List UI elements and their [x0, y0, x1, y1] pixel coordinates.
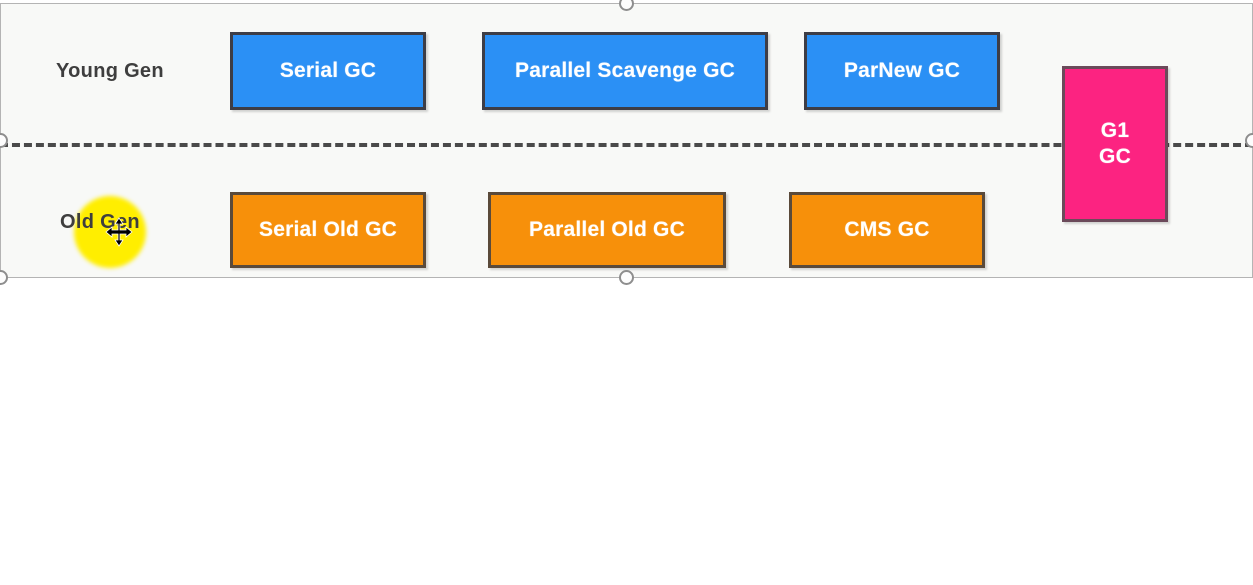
selection-handle-top[interactable] [619, 0, 634, 11]
gc-box-label: Serial GC [279, 59, 377, 82]
gc-box-label: Parallel Scavenge GC [515, 59, 735, 82]
gc-box-label-line1: G1 [1100, 118, 1130, 142]
selection-handle-right[interactable] [1245, 133, 1253, 148]
generation-divider-dashed-line [0, 143, 1253, 147]
gc-box-label: CMS GC [844, 218, 930, 241]
gc-box-label: Serial Old GC [259, 218, 397, 241]
selection-handle-bottom[interactable] [619, 270, 634, 285]
gc-box-cms-gc[interactable]: CMS GC [789, 192, 985, 268]
selection-handle-bottom-left[interactable] [0, 270, 8, 285]
selection-handle-left[interactable] [0, 133, 8, 148]
gc-box-parnew-gc[interactable]: ParNew GC [804, 32, 1000, 110]
gc-box-label: Parallel Old GC [529, 218, 685, 241]
gc-box-parallel-scavenge-gc[interactable]: Parallel Scavenge GC [482, 32, 768, 110]
young-gen-label: Young Gen [56, 60, 164, 82]
gc-box-serial-gc[interactable]: Serial GC [230, 32, 426, 110]
move-cursor-icon [105, 217, 133, 247]
gc-box-parallel-old-gc[interactable]: Parallel Old GC [488, 192, 726, 268]
gc-collectors-diagram-panel[interactable]: Young Gen Old Gen Serial GC Parallel Sca… [0, 3, 1253, 278]
gc-box-serial-old-gc[interactable]: Serial Old GC [230, 192, 426, 268]
gc-box-label: ParNew GC [843, 59, 961, 82]
bullet-list-section: • 新生代收集器： Serial、ParNew、Parallel Scaveng… [0, 300, 1253, 585]
gc-box-label-line2: GC [1099, 145, 1131, 168]
gc-box-g1-gc[interactable]: G1 GC [1062, 66, 1168, 222]
